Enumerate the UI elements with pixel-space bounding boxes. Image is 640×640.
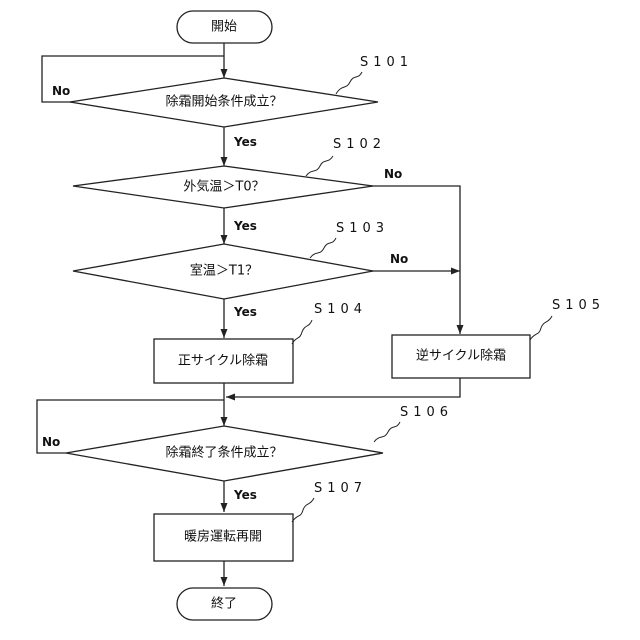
branch-s106-no: No <box>42 435 60 449</box>
decision-s102-label: 外気温＞T0？ <box>183 179 264 195</box>
leader-s105 <box>530 316 552 340</box>
decision-s101-label: 除霜開始条件成立？ <box>165 94 282 110</box>
step-label-s102: S102 <box>333 137 386 152</box>
leader-s106 <box>374 422 400 442</box>
step-label-s104: S104 <box>314 302 367 317</box>
decision-s103-label: 室温＞T1？ <box>190 263 258 279</box>
branch-s106-yes: Yes <box>233 488 257 502</box>
step-label-s105: S105 <box>552 298 605 313</box>
branch-s101-no: No <box>52 84 70 98</box>
branch-s103-no: No <box>390 252 408 266</box>
step-label-s106: S106 <box>400 405 453 420</box>
branch-s102-no: No <box>384 167 402 181</box>
end-label: 終了 <box>211 596 237 612</box>
process-s104-label: 正サイクル除霜 <box>178 354 268 369</box>
branch-s102-yes: Yes <box>233 219 257 233</box>
leader-s104 <box>292 320 312 344</box>
step-label-s107: S107 <box>314 481 367 496</box>
step-label-s103: S103 <box>336 221 389 236</box>
start-label: 開始 <box>211 20 237 35</box>
process-s107-label: 暖房運転再開 <box>184 529 262 545</box>
leader-s102 <box>306 156 333 176</box>
leader-s107 <box>292 498 314 522</box>
arrow-s102-no <box>370 186 460 334</box>
process-s105-label: 逆サイクル除霜 <box>416 348 506 364</box>
branch-s103-yes: Yes <box>233 305 257 319</box>
leader-s103 <box>310 238 336 258</box>
leader-s101 <box>336 72 362 94</box>
step-label-s101: S101 <box>360 55 413 70</box>
branch-s101-yes: Yes <box>233 135 257 149</box>
decision-s106-label: 除霜終了条件成立？ <box>165 445 282 461</box>
